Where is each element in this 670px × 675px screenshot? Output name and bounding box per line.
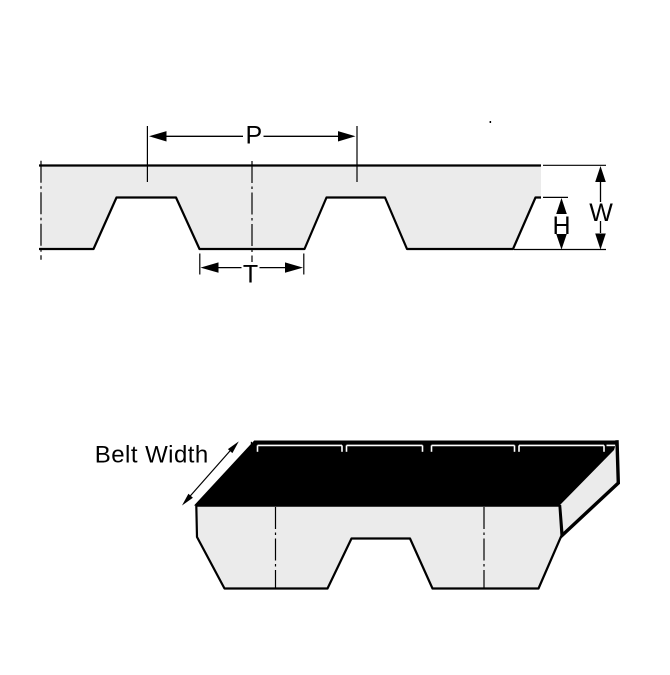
svg-text:T: T: [243, 260, 258, 288]
svg-text:P: P: [245, 122, 262, 150]
svg-text:H: H: [552, 212, 570, 240]
svg-text:W: W: [589, 199, 613, 227]
svg-text:Belt Width: Belt Width: [95, 442, 209, 469]
